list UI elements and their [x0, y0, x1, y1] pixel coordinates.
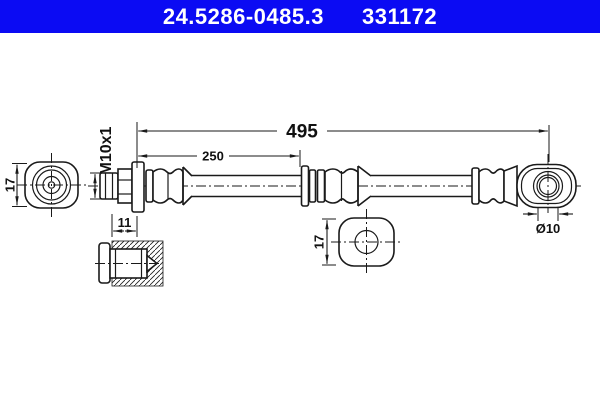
left-end-view: 17: [2, 153, 86, 217]
catalog-number: 331172: [361, 3, 438, 29]
strain-relief-cone: [182, 166, 193, 206]
banjo-eye: [516, 163, 577, 209]
eye-neck: [503, 164, 518, 208]
dimension-overall-length: 495: [136, 122, 550, 168]
dimension-section-length: 250: [138, 149, 301, 167]
crimp-ring: [145, 169, 154, 203]
banjo-eye-fitting: Ø10: [471, 154, 577, 236]
grommet-cone: [357, 165, 372, 207]
male-thread-fitting: M10x1 11: [90, 126, 193, 237]
dimension-thread: M10x1: [90, 126, 115, 200]
eye-hole-label: Ø10: [536, 221, 561, 236]
part-number: 24.5286-0485.3: [162, 3, 324, 29]
hose-section-2: [371, 174, 472, 198]
end-fitting-width-label: 17: [2, 178, 17, 192]
fitting-length-label: 11: [118, 215, 132, 230]
section-length-label: 250: [202, 149, 224, 164]
thread-label: M10x1: [98, 126, 115, 175]
overall-length-label: 495: [286, 122, 318, 143]
middle-mounting-collar: [300, 165, 372, 207]
grommet-width-label: 17: [311, 235, 326, 249]
hex-nut: [117, 168, 133, 204]
thread: [99, 172, 119, 200]
dimension-end-fitting-width: 17: [2, 163, 27, 207]
dimension-eye-hole: Ø10: [523, 207, 573, 236]
bracket-section-detail: [95, 240, 164, 287]
eye-boss-circle: [532, 170, 564, 202]
hose-section-1: [192, 174, 302, 198]
dimension-fitting-length: 11: [111, 214, 138, 237]
dimension-grommet-width: 17: [311, 218, 336, 266]
right-crimp-sleeve: [478, 168, 505, 204]
flange: [131, 161, 145, 213]
grommet-section-view: 17: [311, 209, 402, 275]
header-bar: 24.5286-0485.3 331172: [0, 0, 600, 33]
